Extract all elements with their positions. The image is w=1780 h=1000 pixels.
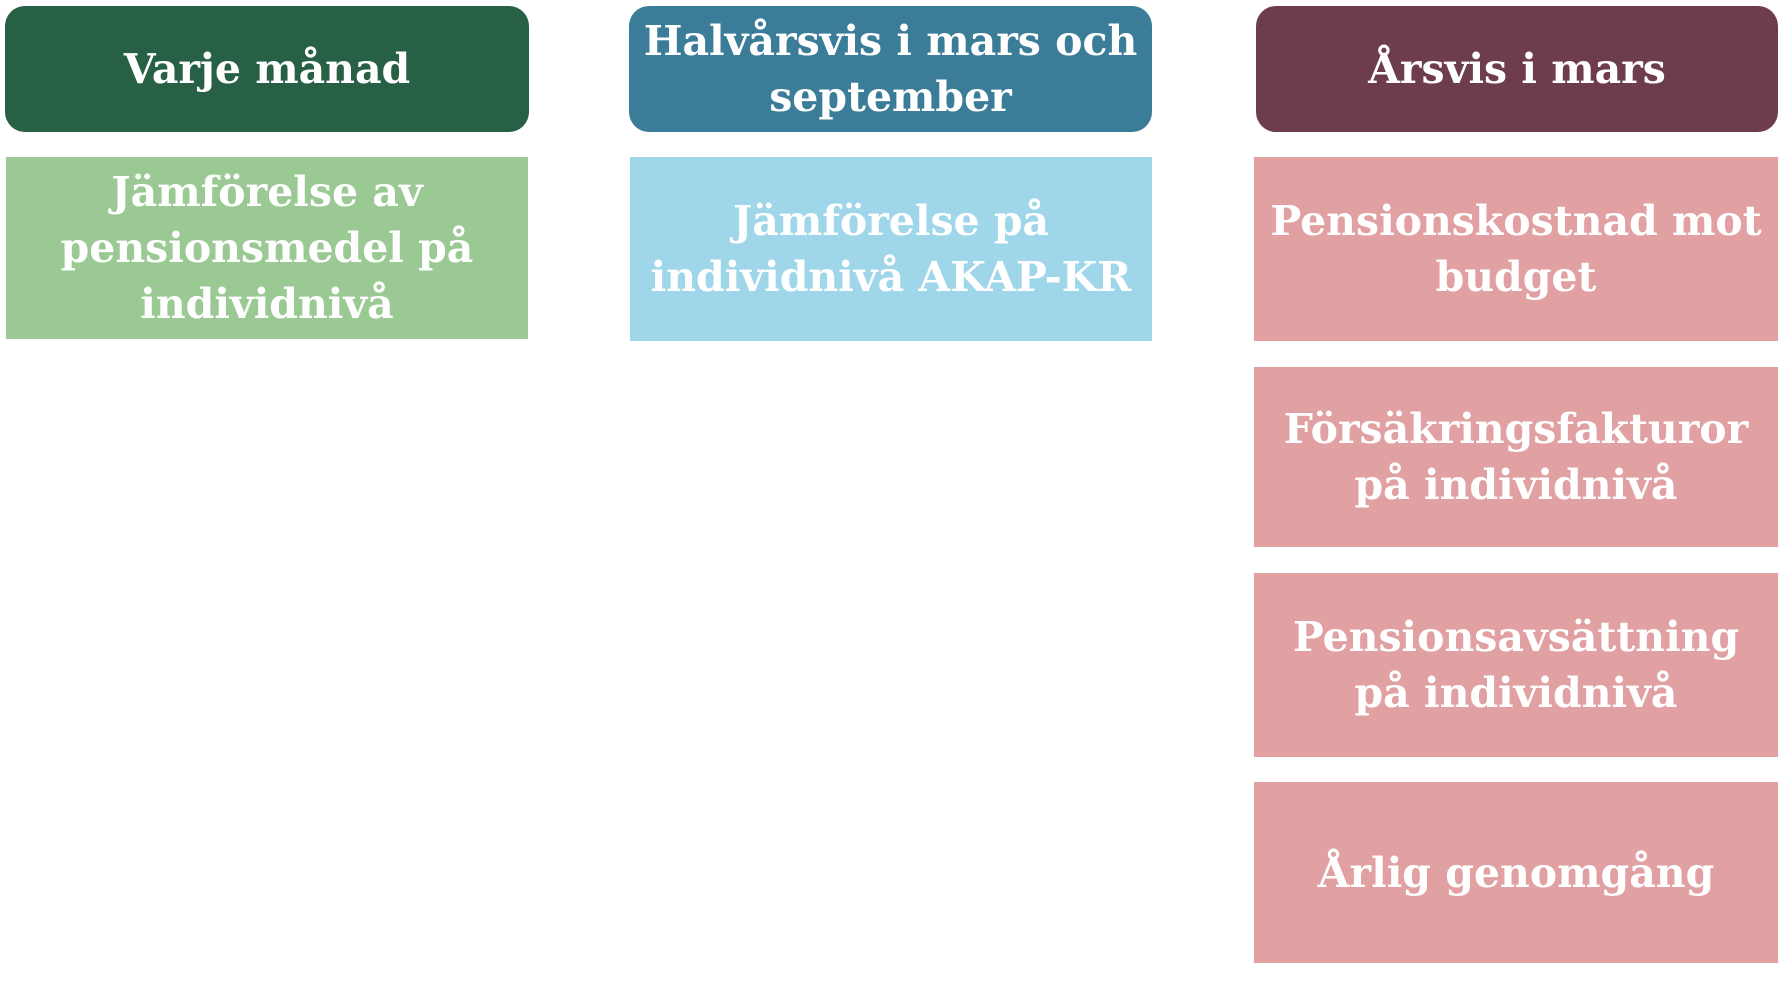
item-label: Jämförelse av pensionsmedel på individni… [60,168,474,328]
header-monthly: Varje månad [5,6,529,132]
item-annual-review: Årlig genomgång [1254,782,1778,963]
item-insurance-invoices: Försäkringsfakturor på individnivå [1254,367,1778,547]
item-label: Försäkringsfakturor på individnivå [1283,405,1749,509]
item-pension-provision: Pensionsavsättning på individnivå [1254,573,1778,757]
header-label: Varje månad [123,45,411,93]
item-pension-funds-comparison: Jämförelse av pensionsmedel på individni… [6,157,528,339]
item-label: Årlig genomgång [1317,848,1715,897]
item-label: Jämförelse på individnivå AKAP-KR [650,197,1132,301]
item-label: Pensionsavsättning på individnivå [1292,613,1740,717]
item-pension-cost-budget: Pensionskostnad mot budget [1254,157,1778,341]
header-annual: Årsvis i mars [1256,6,1778,132]
item-akap-kr-comparison: Jämförelse på individnivå AKAP-KR [630,157,1152,341]
header-label: Halvårsvis i mars och september [643,17,1138,121]
header-label: Årsvis i mars [1368,45,1666,93]
item-label: Pensionskostnad mot budget [1270,197,1762,301]
header-semiannual: Halvårsvis i mars och september [629,6,1152,132]
